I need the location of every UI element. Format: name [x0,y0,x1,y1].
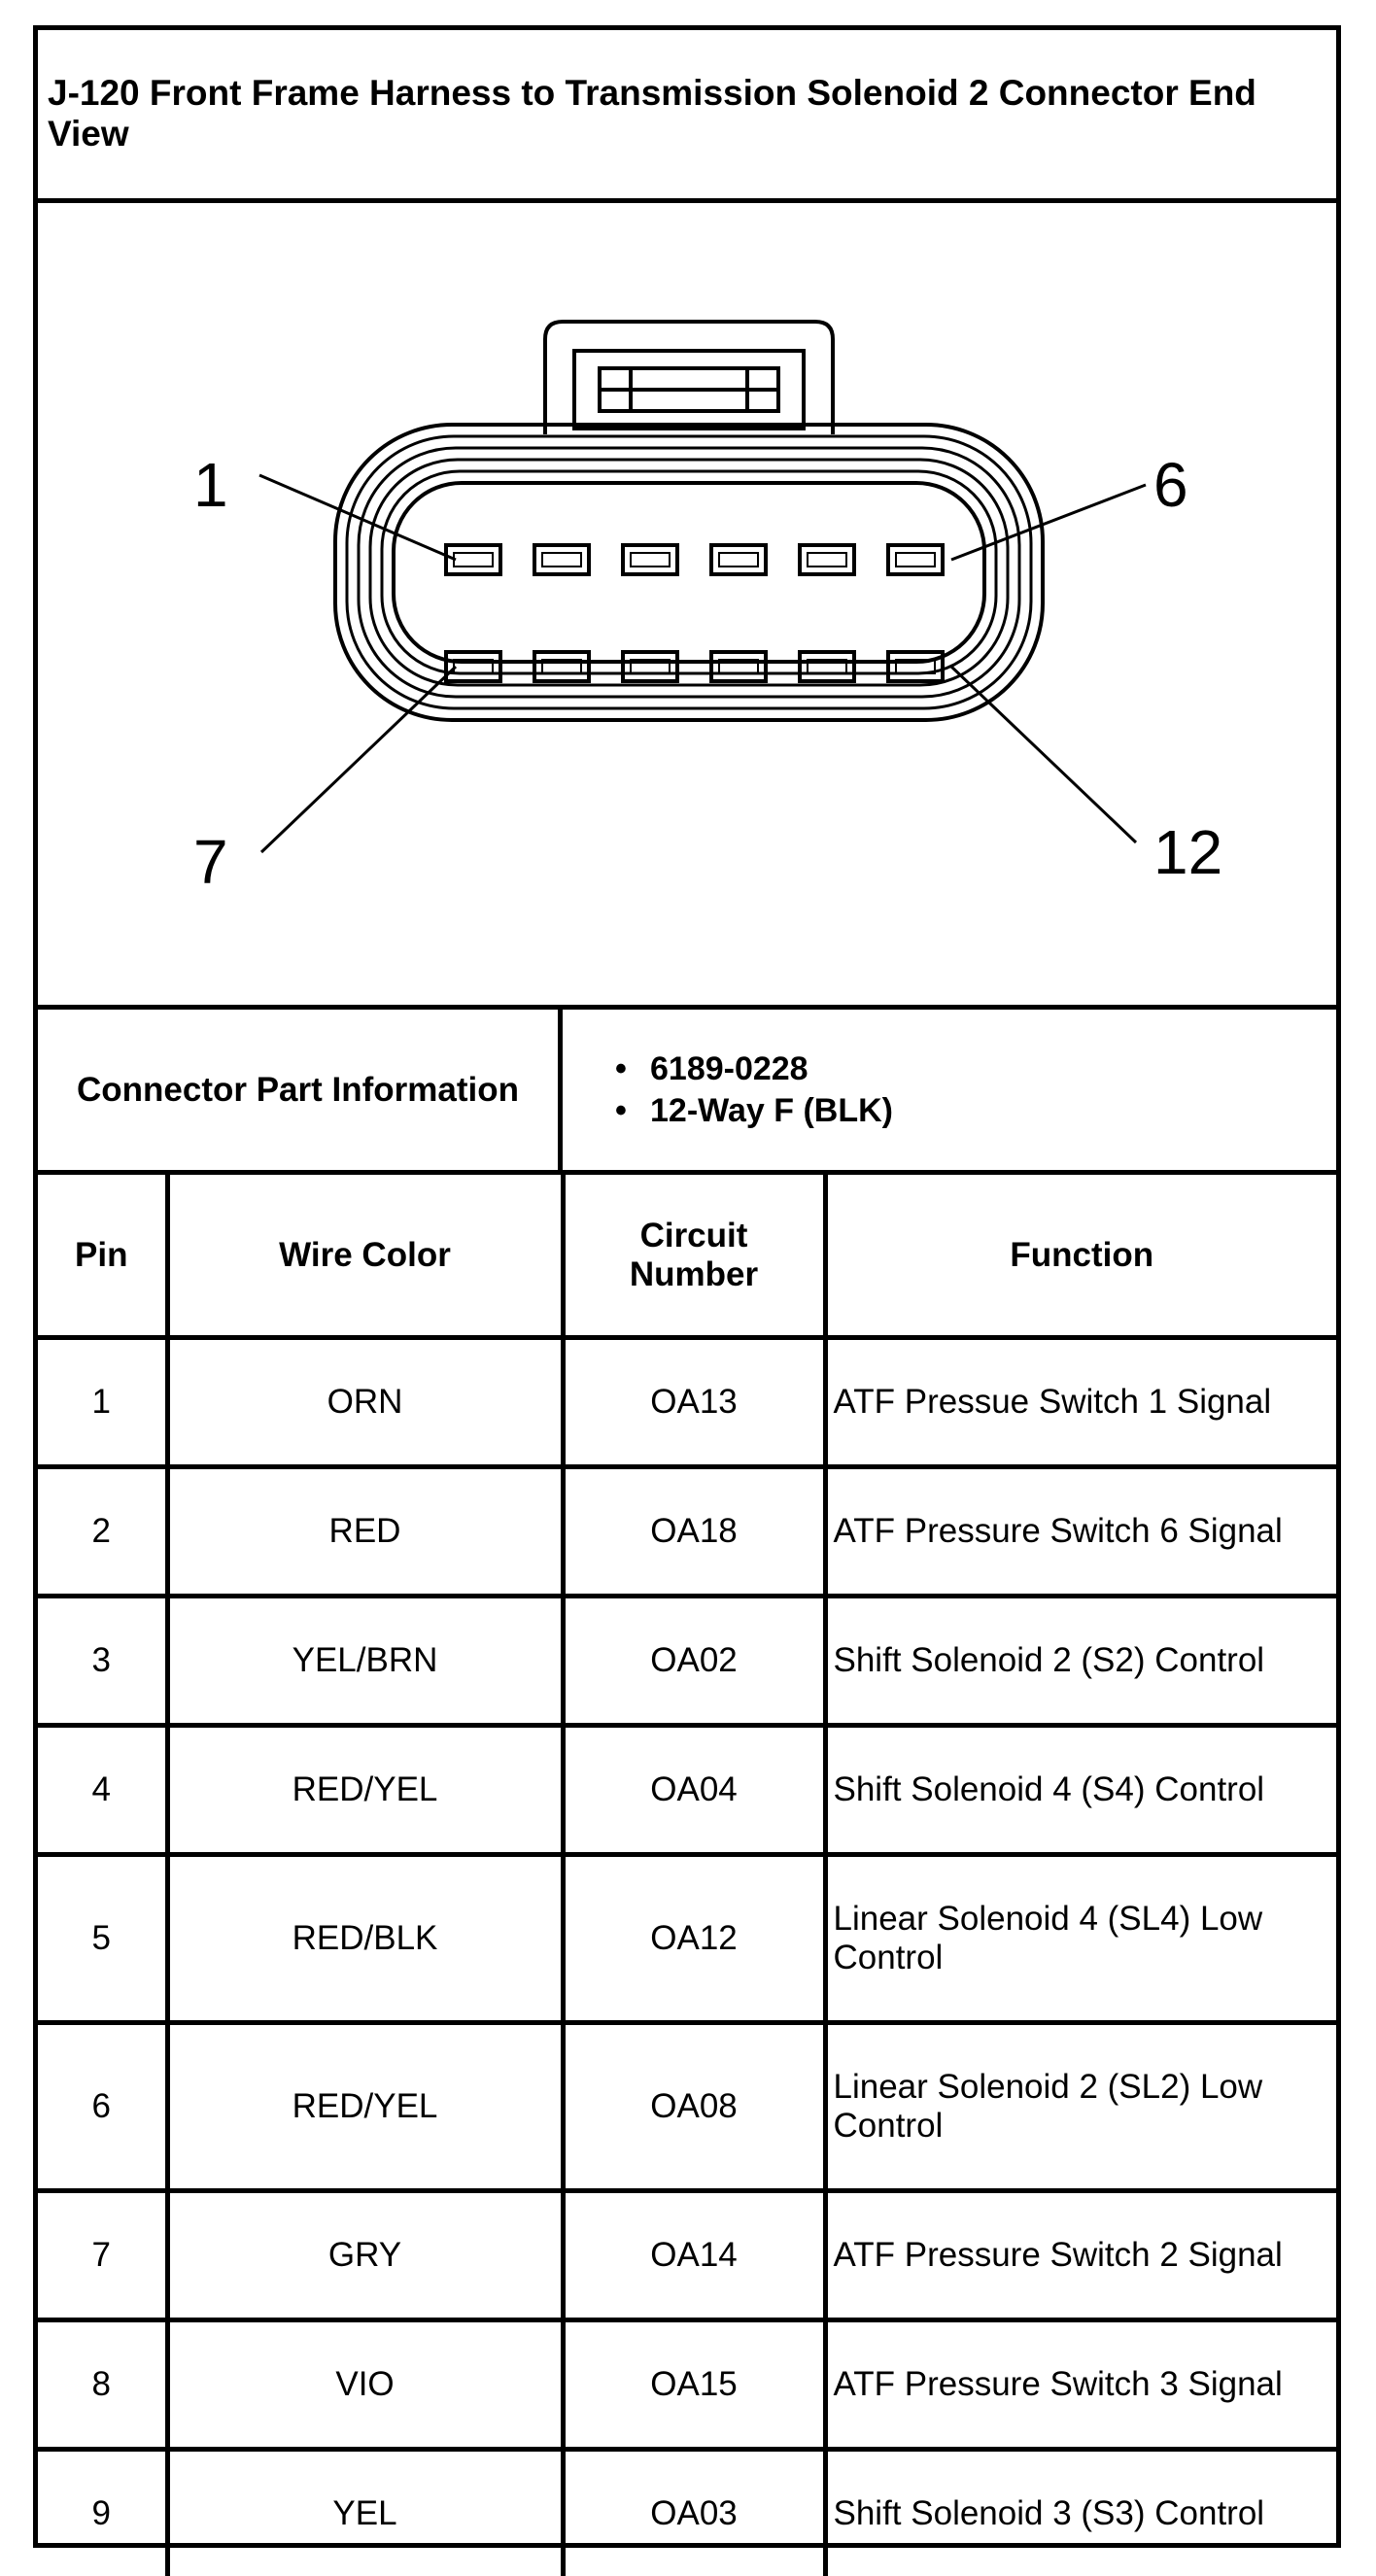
pinout-table: Pin Wire Color Circuit Number Function 1… [38,1175,1336,2576]
cell-function: ATF Pressure Switch 2 Signal [825,2191,1336,2320]
cell-pin: 3 [38,1597,167,1726]
cell-wire-color: ORN [167,1338,563,1467]
pin-cavity-inner-3 [631,553,670,567]
cpi-part-number: 6189-0228 [650,1048,1336,1090]
cell-function: Linear Solenoid 4 (SL4) Low Control [825,1855,1336,2023]
cell-circuit-number: OA18 [563,1467,825,1597]
table-header-row: Pin Wire Color Circuit Number Function [38,1175,1336,1338]
cell-function: ATF Pressure Switch 6 Signal [825,1467,1336,1597]
connector-drawing: 1 6 7 12 [38,203,1336,1005]
cell-pin: 9 [38,2450,167,2576]
cell-circuit-number: OA15 [563,2320,825,2450]
cell-function: Shift Solenoid 4 (S4) Control [825,1726,1336,1855]
cell-function: Linear Solenoid 2 (SL2) Low Control [825,2023,1336,2191]
cell-pin: 6 [38,2023,167,2191]
callout-pin-1: 1 [193,450,228,520]
header-circuit-number-text: Circuit Number [626,1217,762,1294]
cell-circuit-number: OA14 [563,2191,825,2320]
callout-pin-7: 7 [193,827,228,897]
cell-function: Shift Solenoid 3 (S3) Control [825,2450,1336,2576]
cell-circuit-number: OA03 [563,2450,825,2576]
cell-function: ATF Pressure Switch 3 Signal [825,2320,1336,2450]
cpi-description: 12-Way F (BLK) [650,1090,1336,1132]
pin-cavity-inner-1 [454,553,493,567]
callout-pin-6: 6 [1153,450,1188,520]
cell-wire-color: VIO [167,2320,563,2450]
cell-wire-color: YEL [167,2450,563,2576]
connector-end-view-diagram: 1 6 7 12 [38,203,1336,1010]
cell-circuit-number: OA08 [563,2023,825,2191]
cell-wire-color: RED [167,1467,563,1597]
leader-pin-6 [951,485,1146,560]
cpi-list: 6189-0228 12-Way F (BLK) [563,1010,1336,1170]
cell-pin: 5 [38,1855,167,2023]
cpi-label: Connector Part Information [38,1010,563,1170]
cell-pin: 1 [38,1338,167,1467]
leader-pin-7 [261,667,456,852]
pin-cavity-inner-2 [542,553,581,567]
locking-tab [545,322,833,434]
cell-wire-color: RED/YEL [167,1726,563,1855]
pin-cavity-inner-6 [896,553,935,567]
cell-circuit-number: OA13 [563,1338,825,1467]
header-pin: Pin [38,1175,167,1338]
cell-circuit-number: OA02 [563,1597,825,1726]
cell-function: Shift Solenoid 2 (S2) Control [825,1597,1336,1726]
header-function: Function [825,1175,1336,1338]
connector-part-information: Connector Part Information 6189-0228 12-… [38,1010,1336,1175]
cell-pin: 7 [38,2191,167,2320]
pin-cavity-inner-5 [808,553,846,567]
cell-pin: 4 [38,1726,167,1855]
cell-wire-color: RED/YEL [167,2023,563,2191]
page-title: J-120 Front Frame Harness to Transmissio… [38,30,1336,203]
cell-circuit-number: OA04 [563,1726,825,1855]
cell-wire-color: YEL/BRN [167,1597,563,1726]
leader-pin-12 [951,667,1136,842]
header-wire-color: Wire Color [167,1175,563,1338]
cell-pin: 8 [38,2320,167,2450]
cell-wire-color: RED/BLK [167,1855,563,2023]
callout-pin-12: 12 [1153,817,1222,887]
connector-sheet: J-120 Front Frame Harness to Transmissio… [33,25,1341,2548]
cell-pin: 2 [38,1467,167,1597]
cell-circuit-number: OA12 [563,1855,825,2023]
pin-cavity-inner-4 [719,553,758,567]
cell-function: ATF Pressue Switch 1 Signal [825,1338,1336,1467]
header-circuit-number: Circuit Number [563,1175,825,1338]
cell-wire-color: GRY [167,2191,563,2320]
